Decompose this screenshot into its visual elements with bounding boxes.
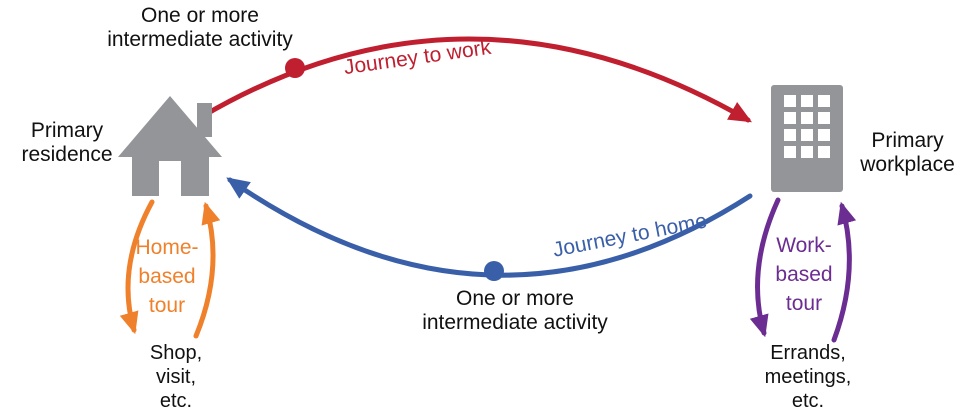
home-tour-return-arrow xyxy=(193,201,221,339)
house-icon xyxy=(118,96,222,196)
primary-workplace-label: Primary workplace xyxy=(860,129,955,176)
intermediate-stop-dot-home xyxy=(484,261,504,281)
building-windows xyxy=(784,95,830,158)
home-based-tour-label: Home- based tour xyxy=(135,236,199,317)
building-icon xyxy=(771,85,843,192)
home-tour-examples-label: Shop, visit, etc. xyxy=(149,342,203,412)
primary-residence-label: Primary residence xyxy=(21,119,113,166)
home-intermediate-activity-label: One or more intermediate activity xyxy=(422,287,608,334)
work-based-tour-label: Work- based tour xyxy=(775,234,833,315)
work-tour-outbound-arrow xyxy=(749,197,781,338)
intermediate-stop-dot-work xyxy=(285,58,305,78)
work-tour-examples-label: Errands, meetings, etc. xyxy=(764,342,852,412)
home-tour-outbound-arrow xyxy=(119,199,155,335)
work-tour-return-arrow xyxy=(831,201,857,343)
journey-to-work-arrow xyxy=(200,36,752,123)
work-intermediate-activity-label: One or more intermediate activity xyxy=(107,4,293,51)
